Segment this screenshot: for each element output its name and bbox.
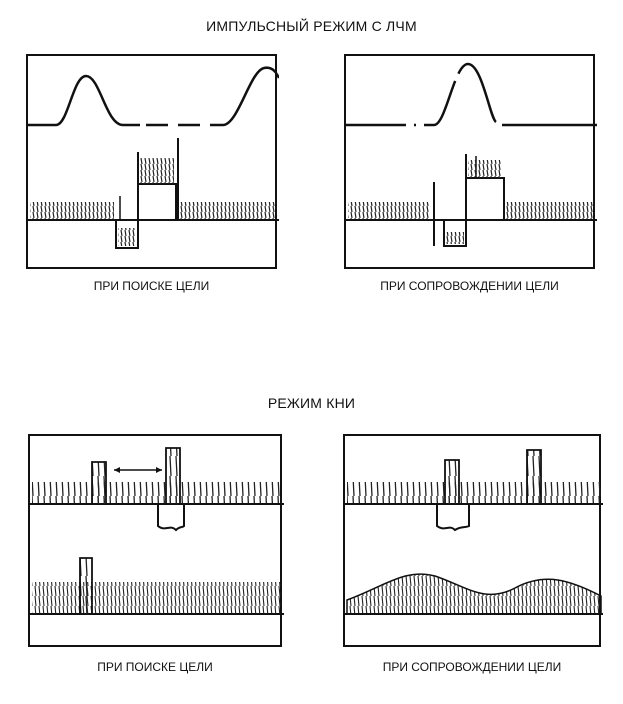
cw-search-scope <box>28 434 284 647</box>
noise-band-left <box>30 202 114 220</box>
noise-band-right <box>506 202 595 220</box>
noise-band-left <box>348 202 430 220</box>
cw-noise-upper <box>32 482 282 504</box>
noise-band-right <box>178 202 277 220</box>
caption-cw-search: ПРИ ПОИСКЕ ЦЕЛИ <box>97 660 213 674</box>
caption-pulse-search: ПРИ ПОИСКЕ ЦЕЛИ <box>93 279 210 293</box>
cw-search-drawing <box>30 447 284 615</box>
pulse-search-drawing <box>28 66 279 249</box>
cw-track-drawing <box>345 449 603 615</box>
cw-track-scope <box>343 434 603 647</box>
cw-section-title: РЕЖИМ КНИ <box>267 395 356 411</box>
cw-noise-lower <box>346 573 602 615</box>
caption-cw-track: ПРИ СОПРОВОЖДЕНИИ ЦЕЛИ <box>382 660 562 674</box>
pulse-track-drawing <box>346 62 597 247</box>
pulse-track-scope <box>344 54 597 269</box>
cw-noise-lower <box>32 582 282 614</box>
cw-noise-upper <box>347 482 601 504</box>
caption-pulse-track: ПРИ СОПРОВОЖДЕНИИ ЦЕЛИ <box>380 279 559 293</box>
pulse-search-scope <box>26 54 279 269</box>
pulse-section-title: ИМПУЛЬСНЫЙ РЕЖИМ С ЛЧМ <box>206 18 417 34</box>
